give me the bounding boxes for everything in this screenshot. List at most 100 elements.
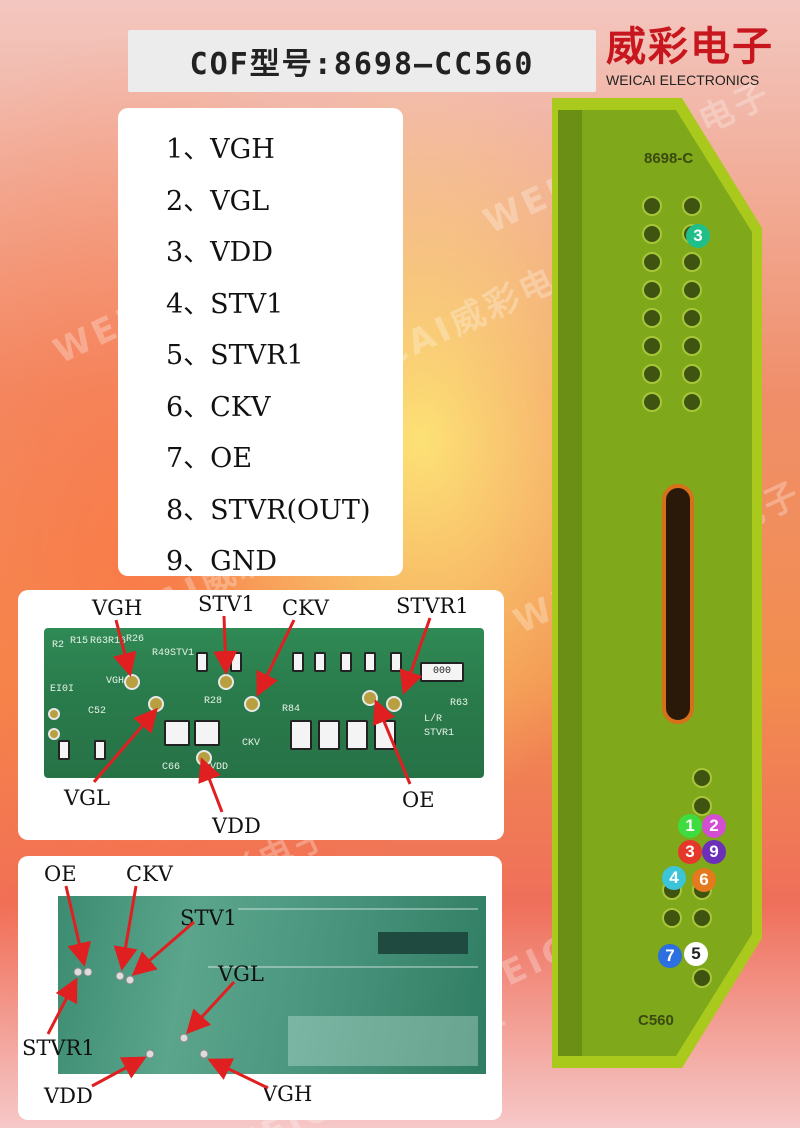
label-vdd: VDD	[212, 814, 261, 838]
smd-component	[58, 740, 70, 760]
trace	[208, 966, 478, 968]
pin-dot-9: 9	[702, 840, 726, 864]
label-stvr1: STVR1	[22, 1036, 95, 1060]
arrow-stv1	[213, 615, 238, 675]
silk-label: EI0I	[50, 684, 75, 695]
trace	[238, 908, 478, 910]
trace-area	[288, 1016, 478, 1066]
silk-label: R15	[70, 636, 89, 647]
silk-label: STV1	[170, 648, 195, 659]
smd-component	[196, 652, 208, 672]
cof-pad	[642, 392, 662, 412]
pin-dot-7: 7	[658, 944, 682, 968]
resistor-chip: 000	[420, 662, 464, 682]
ic-component	[378, 932, 468, 954]
arrow-vdd	[198, 757, 224, 813]
label-vgh: VGH	[92, 596, 143, 620]
cof-pad	[642, 364, 662, 384]
test-pad	[48, 708, 60, 720]
test-pad	[244, 696, 260, 712]
label-vgh: VGH	[262, 1082, 313, 1106]
pin-dot-number: 4	[669, 868, 679, 887]
cof-pad	[642, 308, 662, 328]
logo-english: WEICAI ELECTRONICS	[606, 72, 760, 88]
cof-pad	[692, 796, 712, 816]
via	[83, 967, 93, 977]
label-stvr1: STVR1	[396, 594, 469, 618]
model-title: COF型号:8698—CC560	[128, 30, 596, 92]
cof-pad	[682, 196, 702, 216]
cof-pad	[682, 308, 702, 328]
chip-marking: 000	[432, 666, 451, 677]
arrow-vdd	[91, 1056, 147, 1088]
label-vgl: VGL	[218, 962, 264, 986]
arrow-vgh	[113, 619, 137, 677]
label-oe: OE	[402, 788, 435, 812]
cof-pad	[642, 336, 662, 356]
via	[145, 1049, 155, 1059]
cof-marking-top: 8698-C	[644, 150, 694, 167]
silk-label: L/R	[424, 714, 443, 725]
cof-pad	[692, 768, 712, 788]
arrow-ckv	[256, 619, 296, 697]
pin-item: 6、CKV	[166, 391, 271, 423]
smd-component	[340, 652, 352, 672]
silk-label: R49	[152, 648, 171, 659]
cof-pad	[682, 364, 702, 384]
arrows-overlay	[46, 885, 269, 1090]
cof-body	[558, 110, 752, 1056]
capacitor	[318, 720, 340, 750]
pin-item: 2、VGL	[166, 185, 270, 217]
cof-pad	[642, 252, 662, 272]
capacitor	[290, 720, 312, 750]
pin-item: 8、STVR(OUT)	[166, 494, 371, 526]
arrow-stvr1	[46, 977, 78, 1035]
silk-label: R28	[204, 696, 223, 707]
cof-pad	[642, 224, 662, 244]
silk-label: R63	[90, 636, 109, 647]
cof-pad	[682, 252, 702, 272]
arrow-vgl	[185, 980, 236, 1035]
arrow-vgl	[92, 707, 158, 783]
pin-dot-number: 9	[709, 842, 719, 861]
via	[115, 971, 125, 981]
silk-label: R63	[450, 698, 469, 709]
arrow-ckv	[113, 885, 138, 971]
label-ckv: CKV	[282, 596, 329, 620]
cof-strip-image: 8698-C C560 3 1 2 3 9 4 6 7 5	[552, 98, 792, 1068]
pcb-photo-bottom: OE CKV STV1 VGL STVR1 VDD VGH	[18, 856, 502, 1120]
pin-dot-6: 6	[692, 868, 716, 892]
silk-label: C66	[162, 762, 181, 773]
label-stv1: STV1	[198, 592, 255, 616]
pin-dot-4: 4	[662, 866, 686, 890]
smd-component	[364, 652, 376, 672]
silk-label: R26	[126, 634, 145, 645]
via	[179, 1033, 189, 1043]
cof-strip-graphic	[552, 98, 762, 1068]
pin-dot-number: 1	[685, 816, 695, 835]
arrow-stvr1	[399, 617, 432, 695]
silk-label: R84	[282, 704, 301, 715]
cof-edge	[558, 110, 582, 1056]
smd-component	[94, 740, 106, 760]
arrow-oe	[372, 699, 412, 785]
pin-dot-5: 5	[684, 942, 708, 966]
silk-label: R16	[108, 636, 127, 647]
pin-dot-3: 3	[678, 840, 702, 864]
cof-pad	[682, 280, 702, 300]
pin-item: 9、GND	[166, 546, 278, 577]
pin-dot-number: 7	[665, 946, 675, 965]
cof-driver-ic	[662, 484, 694, 724]
arrows-overlay	[92, 615, 432, 813]
smd-component	[314, 652, 326, 672]
silk-label: STVR1	[424, 728, 455, 739]
logo-chinese: 威彩电子	[606, 24, 774, 70]
pin-dot-1: 1	[678, 814, 702, 838]
capacitor	[164, 720, 190, 746]
pin-dot-3-top: 3	[686, 224, 710, 248]
label-vdd: VDD	[44, 1084, 93, 1108]
cof-pad	[682, 336, 702, 356]
pin-dot-number: 5	[691, 944, 701, 963]
capacitor	[346, 720, 368, 750]
silk-label: C52	[88, 706, 107, 717]
